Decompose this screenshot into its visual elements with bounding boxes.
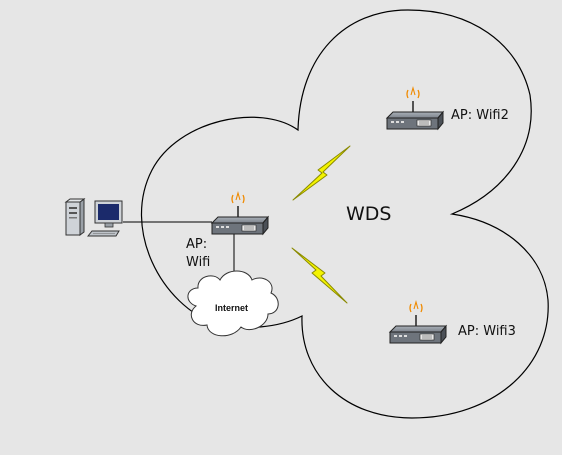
wds-label: WDS	[346, 203, 391, 225]
router-icon	[386, 87, 444, 130]
wds-cloud-outline	[140, 9, 549, 419]
lightning-icon	[291, 247, 348, 304]
router-icon	[211, 192, 269, 235]
lightning-icon	[292, 145, 351, 201]
ap-wifi2-label: AP: Wifi2	[451, 108, 509, 123]
computer-icon	[64, 198, 123, 237]
router-icon	[389, 301, 447, 344]
cloud-icon	[187, 270, 279, 337]
ap-main-label-line2: Wifi	[186, 255, 210, 270]
ap-wifi3-label: AP: Wifi3	[458, 324, 516, 339]
internet-label: Internet	[215, 303, 248, 313]
ap-main-label-line1: AP:	[186, 237, 207, 252]
